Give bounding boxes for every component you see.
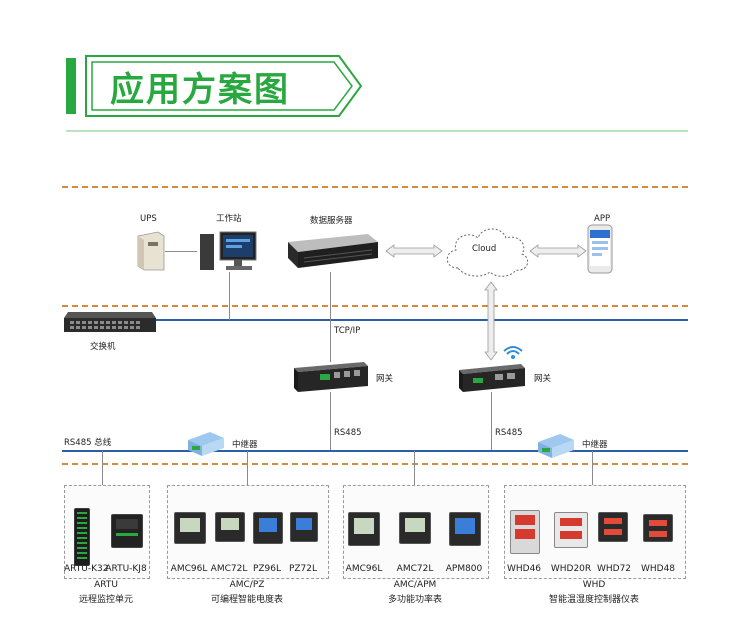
device-label: PZ96L (252, 564, 282, 574)
server-label: 数据服务器 (310, 216, 353, 226)
group-series-label: AMC/APM (393, 580, 437, 590)
gateway1-label: 网关 (376, 374, 394, 384)
separator-middle (62, 305, 688, 307)
repeater2-link (592, 451, 593, 487)
title-bar-accent (66, 58, 76, 114)
group-desc-label: 多功能功率表 (387, 595, 442, 605)
ups-label: UPS (140, 214, 157, 224)
phone-icon (587, 224, 613, 274)
switch-label: 交换机 (90, 342, 116, 352)
title-underline (66, 130, 688, 132)
device-label: AMC96L (170, 564, 208, 574)
tcpip-label: TCP/IP (334, 326, 361, 336)
repeater1-link (247, 451, 248, 487)
device-label: ARTU-KJ8 (105, 564, 147, 574)
device-label: PZ72L (288, 564, 318, 574)
device-apm800 (449, 512, 481, 546)
gateway2-icon (459, 364, 525, 392)
separator-top (62, 186, 688, 188)
repeater2-icon (538, 434, 574, 458)
group-desc-label: 智能温湿度控制器仪表 (548, 595, 639, 605)
device-pz72l (290, 512, 318, 542)
separator-lower (62, 463, 688, 465)
workstation-icon (200, 231, 257, 270)
ups-icon (137, 231, 165, 271)
rs485-label-1: RS485 (334, 428, 362, 438)
device-label: AMC72L (396, 564, 434, 574)
device-label: WHD46 (506, 564, 542, 574)
ethernet-bus (155, 319, 688, 321)
switch-icon (64, 312, 156, 332)
device-label: WHD20R (550, 564, 592, 574)
gateway2-label: 网关 (534, 374, 552, 384)
group-series-label: ARTU (94, 580, 118, 590)
page-title: 应用方案图 (110, 70, 290, 110)
rs485-bus (62, 450, 688, 452)
group-series-label: WHD (582, 580, 606, 590)
device-whd48 (643, 514, 673, 542)
group-desc-label: 远程监控单元 (78, 595, 133, 605)
device-amc72l-apm (399, 512, 431, 544)
device-label: AMC72L (210, 564, 248, 574)
device-whd20r (554, 512, 588, 548)
repeater1-icon (188, 432, 224, 456)
bus-drop-group3 (414, 451, 415, 487)
repeater1-label: 中继器 (232, 440, 258, 450)
workstation-link (229, 272, 230, 320)
wifi-icon (503, 346, 523, 359)
rs485-bus-label: RS485 总线 (64, 438, 112, 448)
gateway1-icon (294, 362, 368, 392)
device-artu-k32 (74, 508, 90, 566)
device-whd72 (598, 512, 628, 542)
device-whd46 (510, 510, 540, 554)
gateway1-rs485-link (330, 392, 331, 450)
server-link (330, 272, 331, 362)
device-label: WHD72 (596, 564, 632, 574)
device-amc72l (215, 512, 245, 542)
workstation-label: 工作站 (216, 214, 242, 224)
ups-link (165, 251, 197, 252)
device-pz96l (253, 512, 283, 544)
group-series-label: AMC/PZ (229, 580, 265, 590)
app-label: APP (594, 214, 611, 224)
repeater2-label: 中继器 (582, 440, 608, 450)
cloud-label: Cloud (472, 244, 497, 254)
group-desc-label: 可编程智能电度表 (210, 595, 283, 605)
bus-drop-group1 (102, 451, 103, 487)
cloud-icon (446, 228, 529, 277)
device-amc96l-apm (348, 512, 380, 546)
device-label: APM800 (445, 564, 483, 574)
device-label: AMC96L (345, 564, 383, 574)
title-banner (85, 55, 363, 117)
gateway2-rs485-link (491, 392, 492, 450)
device-artu-kj8 (111, 514, 143, 548)
server-icon (288, 234, 378, 268)
rs485-label-2: RS485 (495, 428, 523, 438)
device-label: ARTU-K32 (64, 564, 109, 574)
device-amc96l (174, 512, 206, 544)
device-label: WHD48 (640, 564, 676, 574)
